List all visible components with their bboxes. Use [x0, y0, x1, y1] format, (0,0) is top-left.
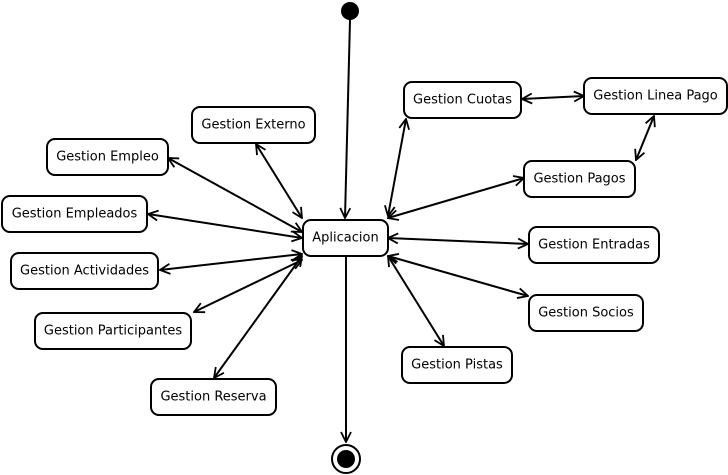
node-gestion-linea-pago: Gestion Linea Pago: [583, 77, 728, 115]
node-label: Gestion Entradas: [538, 238, 650, 253]
node-gestion-participantes: Gestion Participantes: [34, 312, 192, 350]
node-gestion-pistas: Gestion Pistas: [401, 346, 513, 384]
node-label: Gestion Externo: [201, 118, 305, 133]
edge-aplicacion-gestion-participantes: [194, 260, 302, 312]
edge-aplicacion-gestion-pagos: [388, 178, 524, 218]
final-node: [331, 444, 361, 474]
node-gestion-pagos: Gestion Pagos: [523, 160, 636, 198]
node-label: Gestion Participantes: [44, 324, 182, 339]
edges: [148, 19, 654, 442]
node-label: Gestion Actividades: [20, 264, 149, 279]
node-label: Gestion Empleo: [56, 150, 159, 165]
node-label: Gestion Socios: [538, 306, 634, 321]
node-label: Gestion Pistas: [411, 358, 503, 373]
node-gestion-empleo: Gestion Empleo: [46, 138, 169, 176]
node-gestion-actividades: Gestion Actividades: [10, 252, 159, 290]
edge-aplicacion-gestion-entradas: [388, 238, 528, 244]
node-label: Gestion Reserva: [160, 390, 266, 405]
initial-node: [341, 2, 359, 20]
edge-initial-to-aplicacion: [345, 19, 350, 218]
edge-aplicacion-gestion-actividades: [160, 254, 302, 270]
node-label: Gestion Cuotas: [413, 93, 512, 108]
edge-aplicacion-gestion-pistas: [388, 256, 444, 346]
edge-aplicacion-gestion-reserva: [214, 256, 302, 378]
node-gestion-entradas: Gestion Entradas: [528, 226, 660, 264]
node-gestion-empleados: Gestion Empleados: [1, 195, 148, 233]
node-gestion-socios: Gestion Socios: [528, 294, 644, 332]
edge-aplicacion-gestion-externo: [256, 144, 302, 218]
node-gestion-reserva: Gestion Reserva: [150, 378, 277, 416]
node-label: Gestion Linea Pago: [593, 89, 718, 104]
node-label: Gestion Empleados: [12, 207, 138, 222]
node-label: Aplicacion: [312, 231, 378, 246]
edge-aplicacion-gestion-cuotas: [388, 119, 406, 216]
edge-gestion-cuotas-gestion-linea-pago: [522, 96, 584, 99]
node-aplicacion: Aplicacion: [302, 219, 389, 257]
edge-aplicacion-gestion-empleados: [148, 214, 302, 238]
node-gestion-externo: Gestion Externo: [191, 106, 316, 144]
node-label: Gestion Pagos: [533, 172, 625, 187]
edge-gestion-linea-pago-gestion-pagos: [636, 116, 654, 160]
node-gestion-cuotas: Gestion Cuotas: [403, 81, 522, 119]
